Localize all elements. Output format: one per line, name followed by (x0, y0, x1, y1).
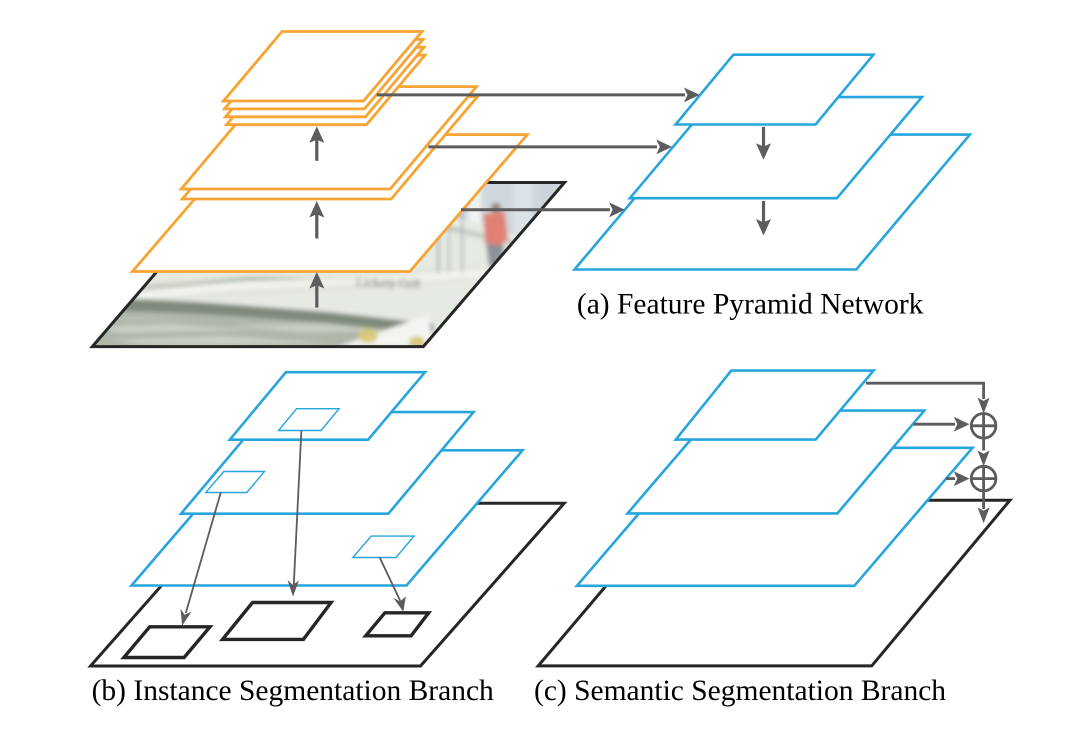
svg-text:(c) Semantic Segmentation Bran: (c) Semantic Segmentation Branch (534, 675, 946, 707)
svg-text:(a) Feature Pyramid Network: (a) Feature Pyramid Network (577, 288, 924, 320)
svg-text:(b) Instance Segmentation Bran: (b) Instance Segmentation Branch (92, 675, 494, 707)
svg-text:Lickety Gril: Lickety Gril (356, 274, 421, 291)
